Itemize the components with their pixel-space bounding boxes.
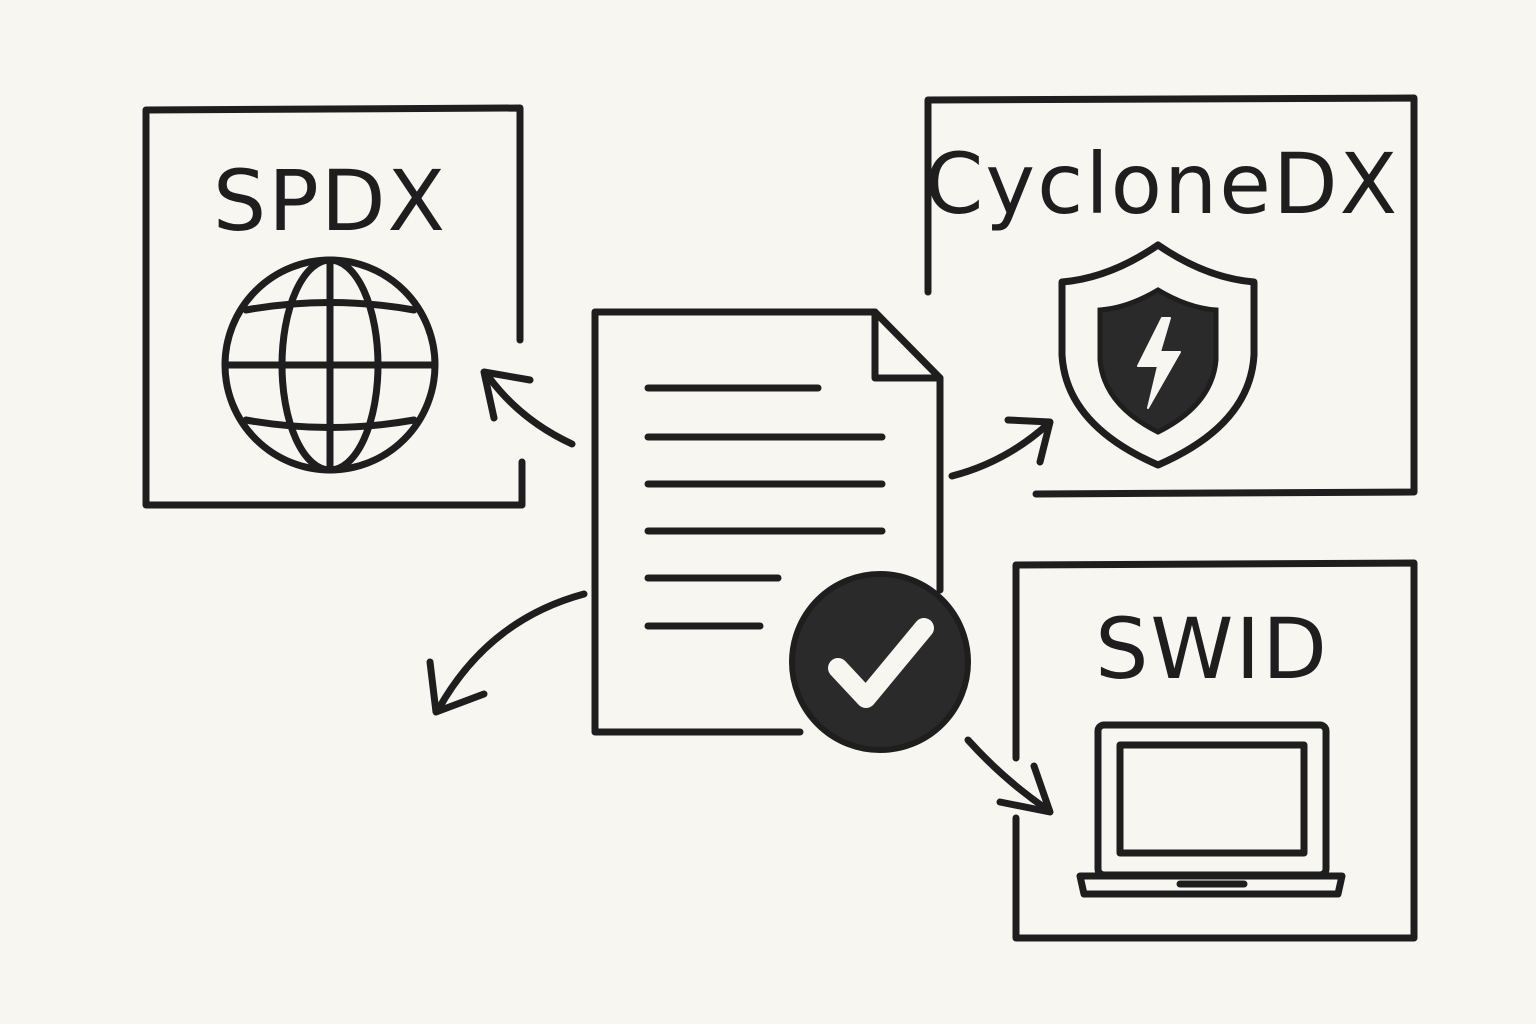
- document-fold: [871, 308, 944, 382]
- laptop-icon: [1076, 721, 1346, 898]
- arrow-to-lower-left: [426, 590, 588, 716]
- swid-node: SWID: [1012, 559, 1418, 942]
- cyclonedx-box: [924, 94, 1418, 498]
- swid-label: SWID: [1095, 600, 1329, 698]
- spdx-node: SPDX: [142, 104, 526, 509]
- document-icon: [591, 308, 944, 736]
- cyclonedx-label: CycloneDX: [925, 135, 1399, 233]
- check-icon: [789, 571, 971, 753]
- arrow-to-spdx: [480, 368, 576, 448]
- arrow-to-swid: [964, 736, 1054, 816]
- document-lines: [644, 384, 886, 630]
- arrow-to-cyclonedx: [948, 416, 1054, 480]
- globe-icon: [221, 256, 439, 474]
- cyclonedx-node: CycloneDX: [924, 94, 1418, 498]
- shield-lightning-icon: [1058, 241, 1258, 469]
- swid-box: [1012, 559, 1418, 942]
- document-node: [591, 308, 944, 736]
- spdx-box: [142, 104, 526, 509]
- spdx-label: SPDX: [213, 152, 447, 250]
